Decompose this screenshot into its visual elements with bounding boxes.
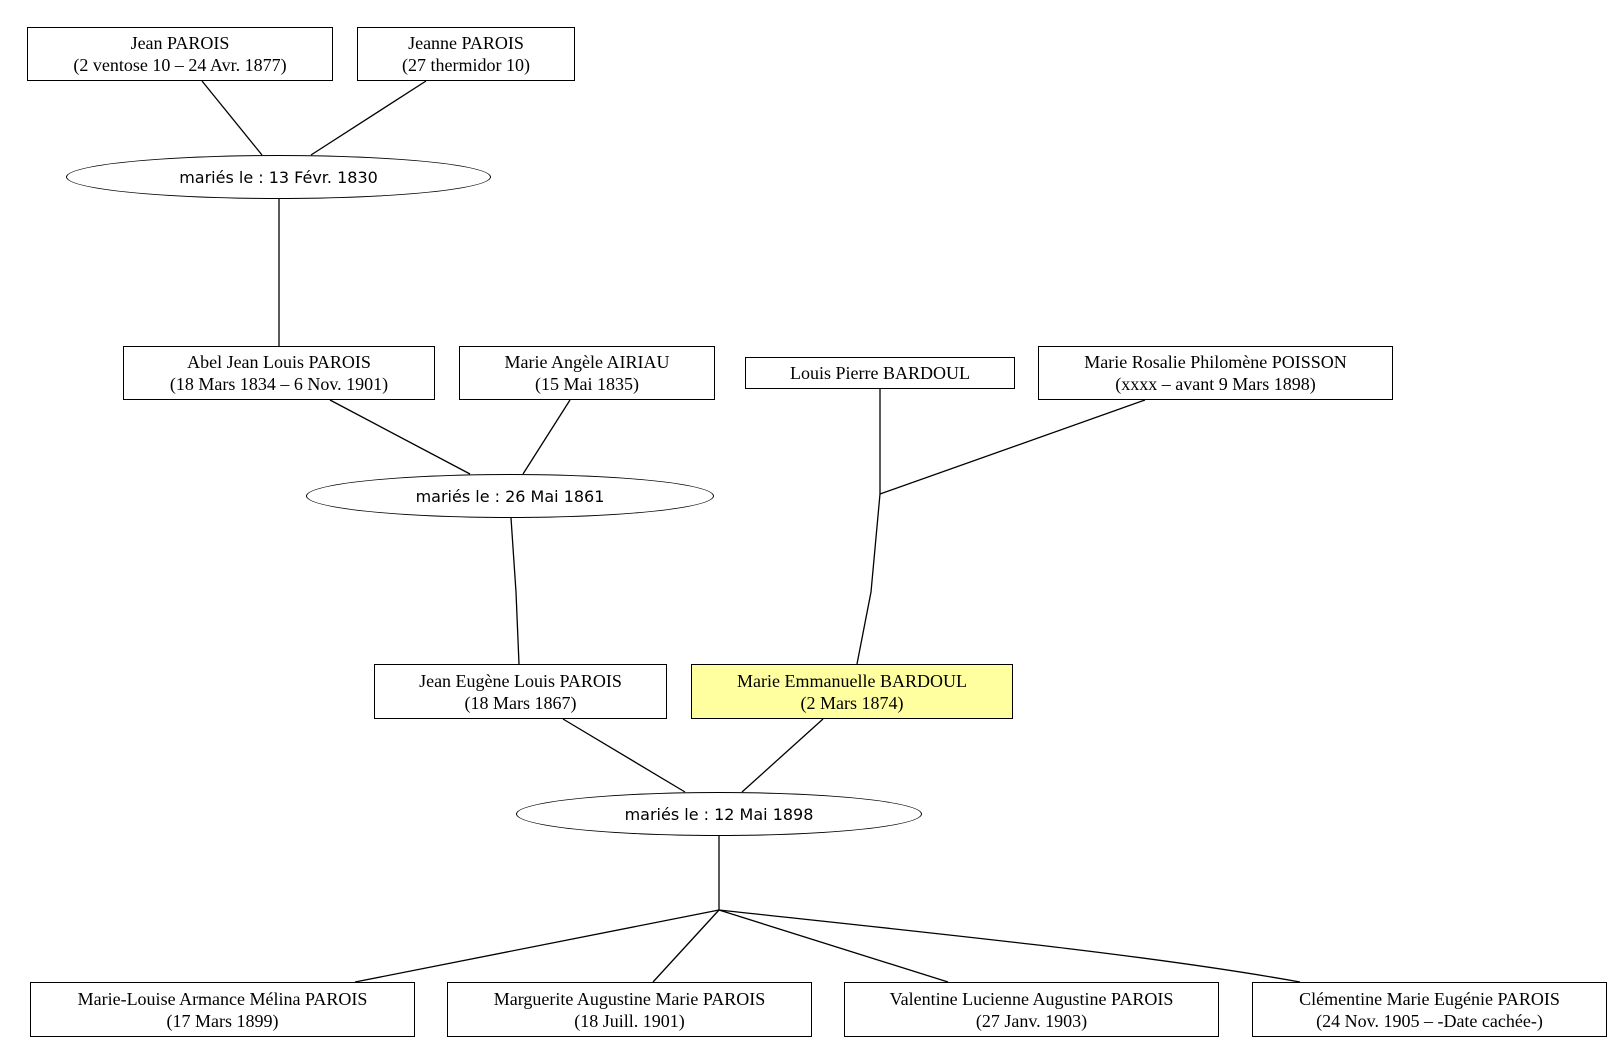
person-dates: (xxxx – avant 9 Mars 1898) <box>1115 374 1316 394</box>
union-label: mariés le : 13 Févr. 1830 <box>179 167 378 187</box>
link-to-marguerite <box>652 909 720 983</box>
union-label: mariés le : 26 Mai 1861 <box>415 486 605 506</box>
person-name: Marie Emmanuelle BARDOUL <box>737 670 967 691</box>
person-louis-pierre-bardoul[interactable]: Louis Pierre BARDOUL <box>745 357 1015 389</box>
person-dates: (27 Janv. 1903) <box>975 1010 1088 1031</box>
person-name: Valentine Lucienne Augustine PAROIS <box>889 988 1174 1009</box>
link-airiau-to-union-1861 <box>522 399 571 475</box>
person-name: Marie Rosalie Philomène POISSON <box>1084 352 1347 372</box>
person-valentine-parois[interactable]: Valentine Lucienne Augustine PAROIS (27 … <box>844 982 1219 1037</box>
person-name: Marguerite Augustine Marie PAROIS <box>493 988 766 1009</box>
link-abel-to-union-1861 <box>329 399 471 475</box>
link-to-valentine <box>718 909 949 983</box>
person-marie-rosalie-poisson[interactable]: Marie Rosalie Philomène POISSON (xxxx – … <box>1038 346 1393 400</box>
person-clementine-parois[interactable]: Clémentine Marie Eugénie PAROIS (24 Nov.… <box>1252 982 1607 1037</box>
link-jean-eugene-to-union-1898 <box>562 718 686 793</box>
person-dates: (17 Mars 1899) <box>166 1010 279 1031</box>
person-jeanne-parois[interactable]: Jeanne PAROIS (27 thermidor 10) <box>357 27 575 81</box>
union-1898: mariés le : 12 Mai 1898 <box>516 792 922 836</box>
person-name: Clémentine Marie Eugénie PAROIS <box>1299 988 1560 1009</box>
link-jeanne-to-union-1830 <box>310 80 427 156</box>
link-to-marie-louise <box>354 909 720 983</box>
person-name: Marie-Louise Armance Mélina PAROIS <box>77 988 368 1009</box>
person-dates: (24 Nov. 1905 – -Date cachée-) <box>1316 1010 1543 1031</box>
link-junction-to-marie-emmanuelle <box>856 493 881 665</box>
person-dates: (27 thermidor 10) <box>402 55 530 75</box>
person-dates: (18 Mars 1834 – 6 Nov. 1901) <box>169 374 389 394</box>
link-to-clementine <box>718 909 1301 983</box>
person-name: Jean Eugène Louis PAROIS <box>419 670 622 691</box>
person-dates: (15 Mai 1835) <box>535 374 639 394</box>
person-name: Jean PAROIS <box>130 33 230 53</box>
person-name: Marie Angèle AIRIAU <box>504 352 670 372</box>
person-marie-angele-airiau[interactable]: Marie Angèle AIRIAU (15 Mai 1835) <box>459 346 715 400</box>
link-jean-to-union-1830 <box>201 80 263 156</box>
union-1861: mariés le : 26 Mai 1861 <box>306 474 714 518</box>
person-name: Abel Jean Louis PAROIS <box>187 352 371 372</box>
person-jean-parois[interactable]: Jean PAROIS (2 ventose 10 – 24 Avr. 1877… <box>27 27 333 81</box>
union-label: mariés le : 12 Mai 1898 <box>624 804 814 824</box>
person-marie-louise-parois[interactable]: Marie-Louise Armance Mélina PAROIS (17 M… <box>30 982 415 1037</box>
link-poisson-to-junction <box>879 399 1146 495</box>
person-dates: (2 Mars 1874) <box>800 692 904 713</box>
person-name: Jeanne PAROIS <box>408 33 524 53</box>
person-marguerite-parois[interactable]: Marguerite Augustine Marie PAROIS (18 Ju… <box>447 982 812 1037</box>
person-marie-emmanuelle-bardoul[interactable]: Marie Emmanuelle BARDOUL (2 Mars 1874) <box>691 664 1013 719</box>
link-marie-emmanuelle-to-union-1898 <box>741 718 824 793</box>
person-dates: (18 Mars 1867) <box>464 692 577 713</box>
person-jean-eugene-parois[interactable]: Jean Eugène Louis PAROIS (18 Mars 1867) <box>374 664 667 719</box>
person-dates: (18 Juill. 1901) <box>574 1010 685 1031</box>
person-name: Louis Pierre BARDOUL <box>790 363 970 383</box>
person-dates: (2 ventose 10 – 24 Avr. 1877) <box>73 55 287 75</box>
link-union-1861-to-jean-eugene <box>510 517 520 665</box>
union-1830: mariés le : 13 Févr. 1830 <box>66 155 491 199</box>
person-abel-parois[interactable]: Abel Jean Louis PAROIS (18 Mars 1834 – 6… <box>123 346 435 400</box>
